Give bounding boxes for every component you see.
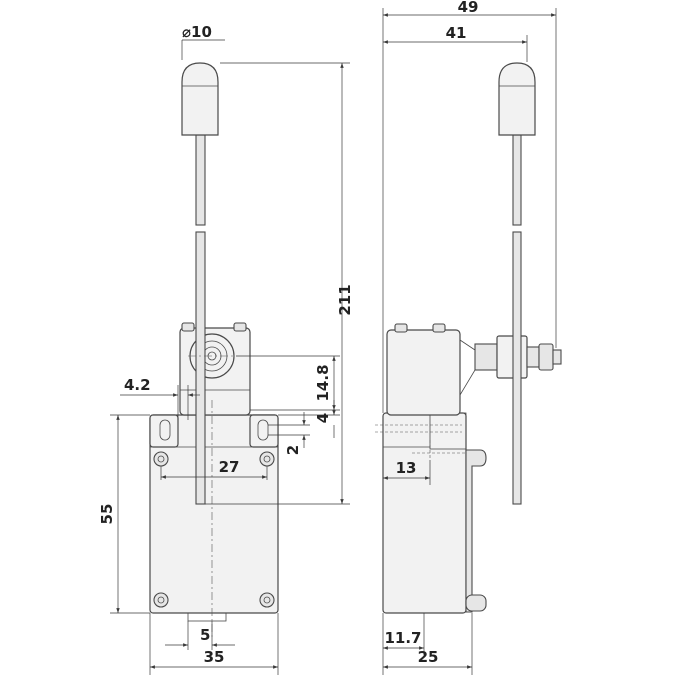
lever-knob [181, 62, 219, 136]
dim-body-depth: 25 [418, 648, 439, 666]
dim-flange-depth: 13 [396, 459, 417, 477]
dim-slot-width: 2 [284, 445, 302, 455]
dim-shaft-offset: 5 [200, 626, 210, 644]
screw-front-top-right [259, 451, 275, 467]
screw-front-top-left [153, 451, 169, 467]
dim-base-offset: 11.7 [384, 629, 421, 647]
side-view: 49 41 13 11.7 25 [375, 0, 562, 675]
dim-knob-diameter: ⌀10 [182, 23, 212, 41]
dim-slot-offset: 4 [314, 413, 332, 423]
lever-rod-lower [195, 231, 206, 505]
side-lever-rod-upper [512, 134, 522, 226]
dim-body-height: 55 [98, 504, 116, 525]
dim-body-width: 35 [204, 648, 225, 666]
dim-offset-left: 4.2 [124, 376, 151, 394]
switch-body-side [382, 412, 467, 614]
dim-hole-spacing: 27 [219, 458, 240, 476]
side-lever-knob [498, 62, 536, 136]
screw-front-bottom-left [153, 592, 169, 608]
actuator-head-side [386, 329, 461, 416]
front-view: ⌀10 211 14.8 4 2 4.2 27 [98, 23, 354, 675]
dim-overall-depth: 49 [458, 0, 479, 16]
mounting-slot-left [159, 419, 171, 441]
side-lever-rod-lower [512, 231, 522, 505]
lever-rod-upper [195, 134, 206, 226]
dim-spindle-offset: 14.8 [314, 364, 332, 401]
screw-front-bottom-right [259, 592, 275, 608]
dim-lever-depth: 41 [446, 24, 467, 42]
mounting-slot-right [257, 419, 269, 441]
dim-overall-height: 211 [336, 284, 354, 315]
